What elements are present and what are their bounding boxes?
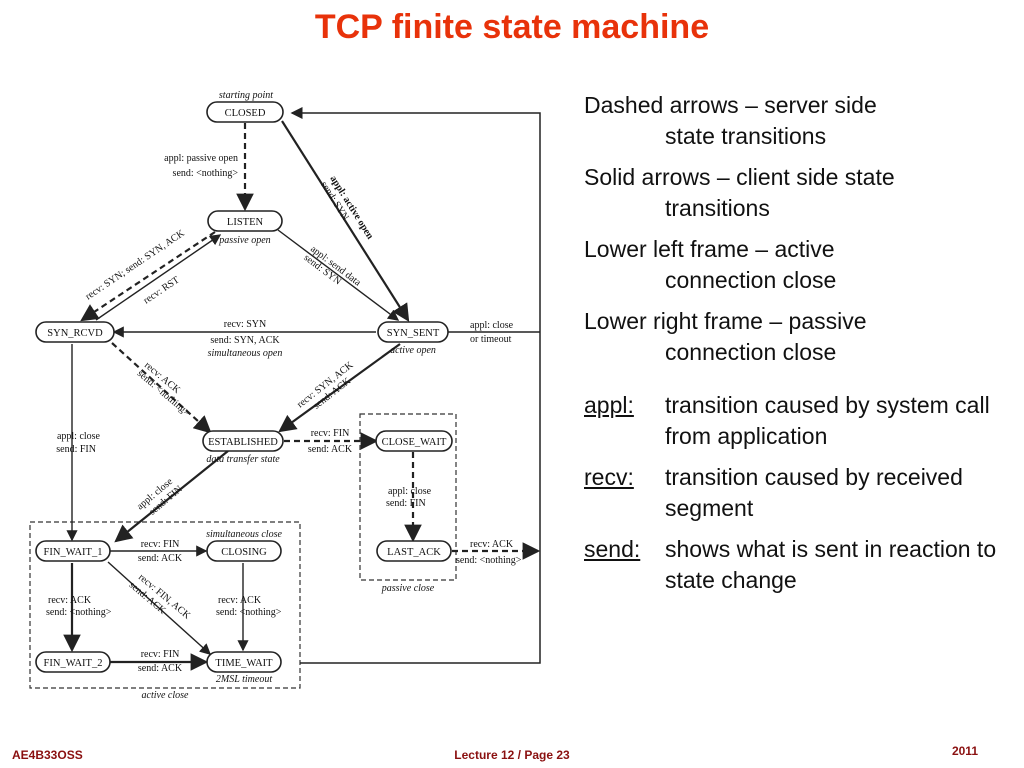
label-or-timeout: or timeout: [470, 334, 512, 345]
state-closed: CLOSED: [206, 101, 284, 123]
slide-title: TCP finite state machine: [314, 8, 710, 46]
label-recv-syn-mid: recv: SYN: [224, 319, 267, 330]
note-lower-right-line1: Lower right frame – passive: [584, 308, 867, 334]
label-send-ack-fw2: send: ACK: [138, 663, 183, 674]
label-appl-passive-open: appl: passive open: [164, 153, 238, 164]
caption-active-close: active close: [142, 690, 189, 701]
footer-year: 2011: [951, 744, 978, 758]
edge-listen-synsent: [277, 229, 400, 321]
caption-data-transfer: data transfer state: [206, 454, 280, 465]
label-send-nothing-fw1: send: <nothing>: [46, 607, 112, 618]
state-closing-label: CLOSING: [221, 547, 267, 558]
tcp-state-diagram: CLOSED LISTEN SYN_RCVD SYN_SENT ESTABLIS…: [29, 90, 541, 701]
state-time-wait: TIME_WAIT: [206, 651, 282, 673]
edge-closed-synsent: [281, 120, 410, 322]
label-recv-fin-est: recv: FIN: [311, 428, 350, 439]
state-last-ack-label: LAST_ACK: [387, 547, 441, 558]
caption-2msl: 2MSL timeout: [216, 674, 272, 685]
caption-passive-close: passive close: [381, 583, 435, 594]
passive-close-frame: [359, 413, 457, 581]
caption-simultaneous-close: simultaneous close: [206, 529, 282, 540]
state-established-label: ESTABLISHED: [208, 437, 278, 448]
state-closed-label: CLOSED: [225, 108, 266, 119]
footer-course: AE4B33OSS: [12, 748, 83, 762]
return-to-closed-line: [290, 107, 541, 664]
note-lower-left-line1: Lower left frame – active: [584, 236, 835, 262]
state-listen-label: LISTEN: [227, 217, 264, 228]
label-recv-ack-closing: recv: ACK: [218, 595, 262, 606]
label-recv-syn-send-synack: recv: SYN; send: SYN, ACK: [84, 228, 188, 303]
def-appl: appl: transition caused by system call f…: [584, 390, 1004, 452]
note-dashed-line2: state transitions: [665, 123, 827, 149]
note-lower-left: Lower left frame – active connection clo…: [584, 234, 1004, 296]
label-appl-close-left: appl: close: [57, 431, 101, 442]
label-send-ack-est: send: ACK: [308, 444, 353, 455]
state-close-wait-label: CLOSE_WAIT: [382, 437, 447, 448]
note-lower-right-line2: connection close: [665, 339, 837, 365]
label-send-synack-mid: send: SYN, ACK: [210, 335, 280, 346]
label-appl-close-cw: appl: close: [388, 486, 432, 497]
state-syn-sent: SYN_SENT: [377, 321, 449, 343]
label-send-fin-cw: send: FIN: [386, 498, 426, 509]
label-appl-close-timeout: appl: close: [470, 320, 514, 331]
note-solid-line1: Solid arrows – client side state: [584, 164, 895, 190]
caption-passive-open: passive open: [218, 235, 270, 246]
edge-synrcvd-established: [111, 342, 212, 434]
state-fin-wait-2: FIN_WAIT_2: [35, 651, 111, 673]
note-solid-line2: transitions: [665, 195, 770, 221]
note-dashed-line1: Dashed arrows – server side: [584, 92, 877, 118]
notes-panel: Dashed arrows – server side state transi…: [584, 90, 1004, 606]
def-recv-term: recv:: [584, 464, 634, 490]
edge-listen-synrcvd: [80, 231, 216, 322]
label-send-nothing-closing: send: <nothing>: [216, 607, 282, 618]
edge-established-finwait1: [114, 450, 229, 543]
label-recv-fin-fw1: recv: FIN: [141, 539, 180, 550]
state-listen: LISTEN: [207, 210, 283, 232]
state-fin-wait-1: FIN_WAIT_1: [35, 540, 111, 562]
def-recv: recv: transition caused by received segm…: [584, 462, 1004, 524]
note-dashed: Dashed arrows – server side state transi…: [584, 90, 1004, 152]
state-time-wait-label: TIME_WAIT: [215, 658, 273, 669]
def-appl-desc: transition caused by system call from ap…: [665, 392, 990, 449]
label-recv-ack-la: recv: ACK: [470, 539, 514, 550]
state-fin-wait-2-label: FIN_WAIT_2: [44, 658, 103, 669]
state-syn-rcvd: SYN_RCVD: [35, 321, 115, 343]
active-close-frame: [29, 521, 301, 689]
state-closing: CLOSING: [206, 540, 282, 562]
edge-synrcvd-listen: [95, 234, 222, 321]
def-send: send: shows what is sent in reaction to …: [584, 534, 1004, 596]
def-recv-desc: transition caused by received segment: [665, 464, 963, 521]
label-recv-fin-fw2: recv: FIN: [141, 649, 180, 660]
state-syn-rcvd-label: SYN_RCVD: [47, 328, 103, 339]
edge-synsent-established: [278, 343, 401, 433]
state-fin-wait-1-label: FIN_WAIT_1: [44, 547, 103, 558]
def-send-desc: shows what is sent in reaction to state …: [665, 536, 997, 593]
edge-finwait1-timewait: [107, 561, 212, 655]
state-close-wait: CLOSE_WAIT: [375, 430, 453, 452]
label-send-nothing-la: send: <nothing>: [456, 555, 522, 566]
note-solid: Solid arrows – client side state transit…: [584, 162, 1004, 224]
state-last-ack: LAST_ACK: [376, 540, 452, 562]
state-syn-sent-label: SYN_SENT: [387, 328, 440, 339]
caption-starting-point: starting point: [219, 90, 273, 101]
footer-page: Lecture 12 / Page 23: [454, 748, 570, 762]
label-send-fin-left: send: FIN: [56, 444, 96, 455]
note-lower-left-line2: connection close: [665, 267, 837, 293]
note-lower-right: Lower right frame – passive connection c…: [584, 306, 1004, 368]
caption-active-open: active open: [390, 345, 436, 356]
def-send-term: send:: [584, 536, 641, 562]
label-recv-ack-fw1: recv: ACK: [48, 595, 92, 606]
label-send-nothing: send: <nothing>: [173, 168, 239, 179]
state-established: ESTABLISHED: [202, 430, 284, 452]
def-appl-term: appl:: [584, 392, 634, 418]
caption-simultaneous-open: simultaneous open: [208, 348, 283, 359]
label-recv-rst: recv: RST: [142, 275, 182, 307]
label-send-ack-fw1: send: ACK: [138, 553, 183, 564]
